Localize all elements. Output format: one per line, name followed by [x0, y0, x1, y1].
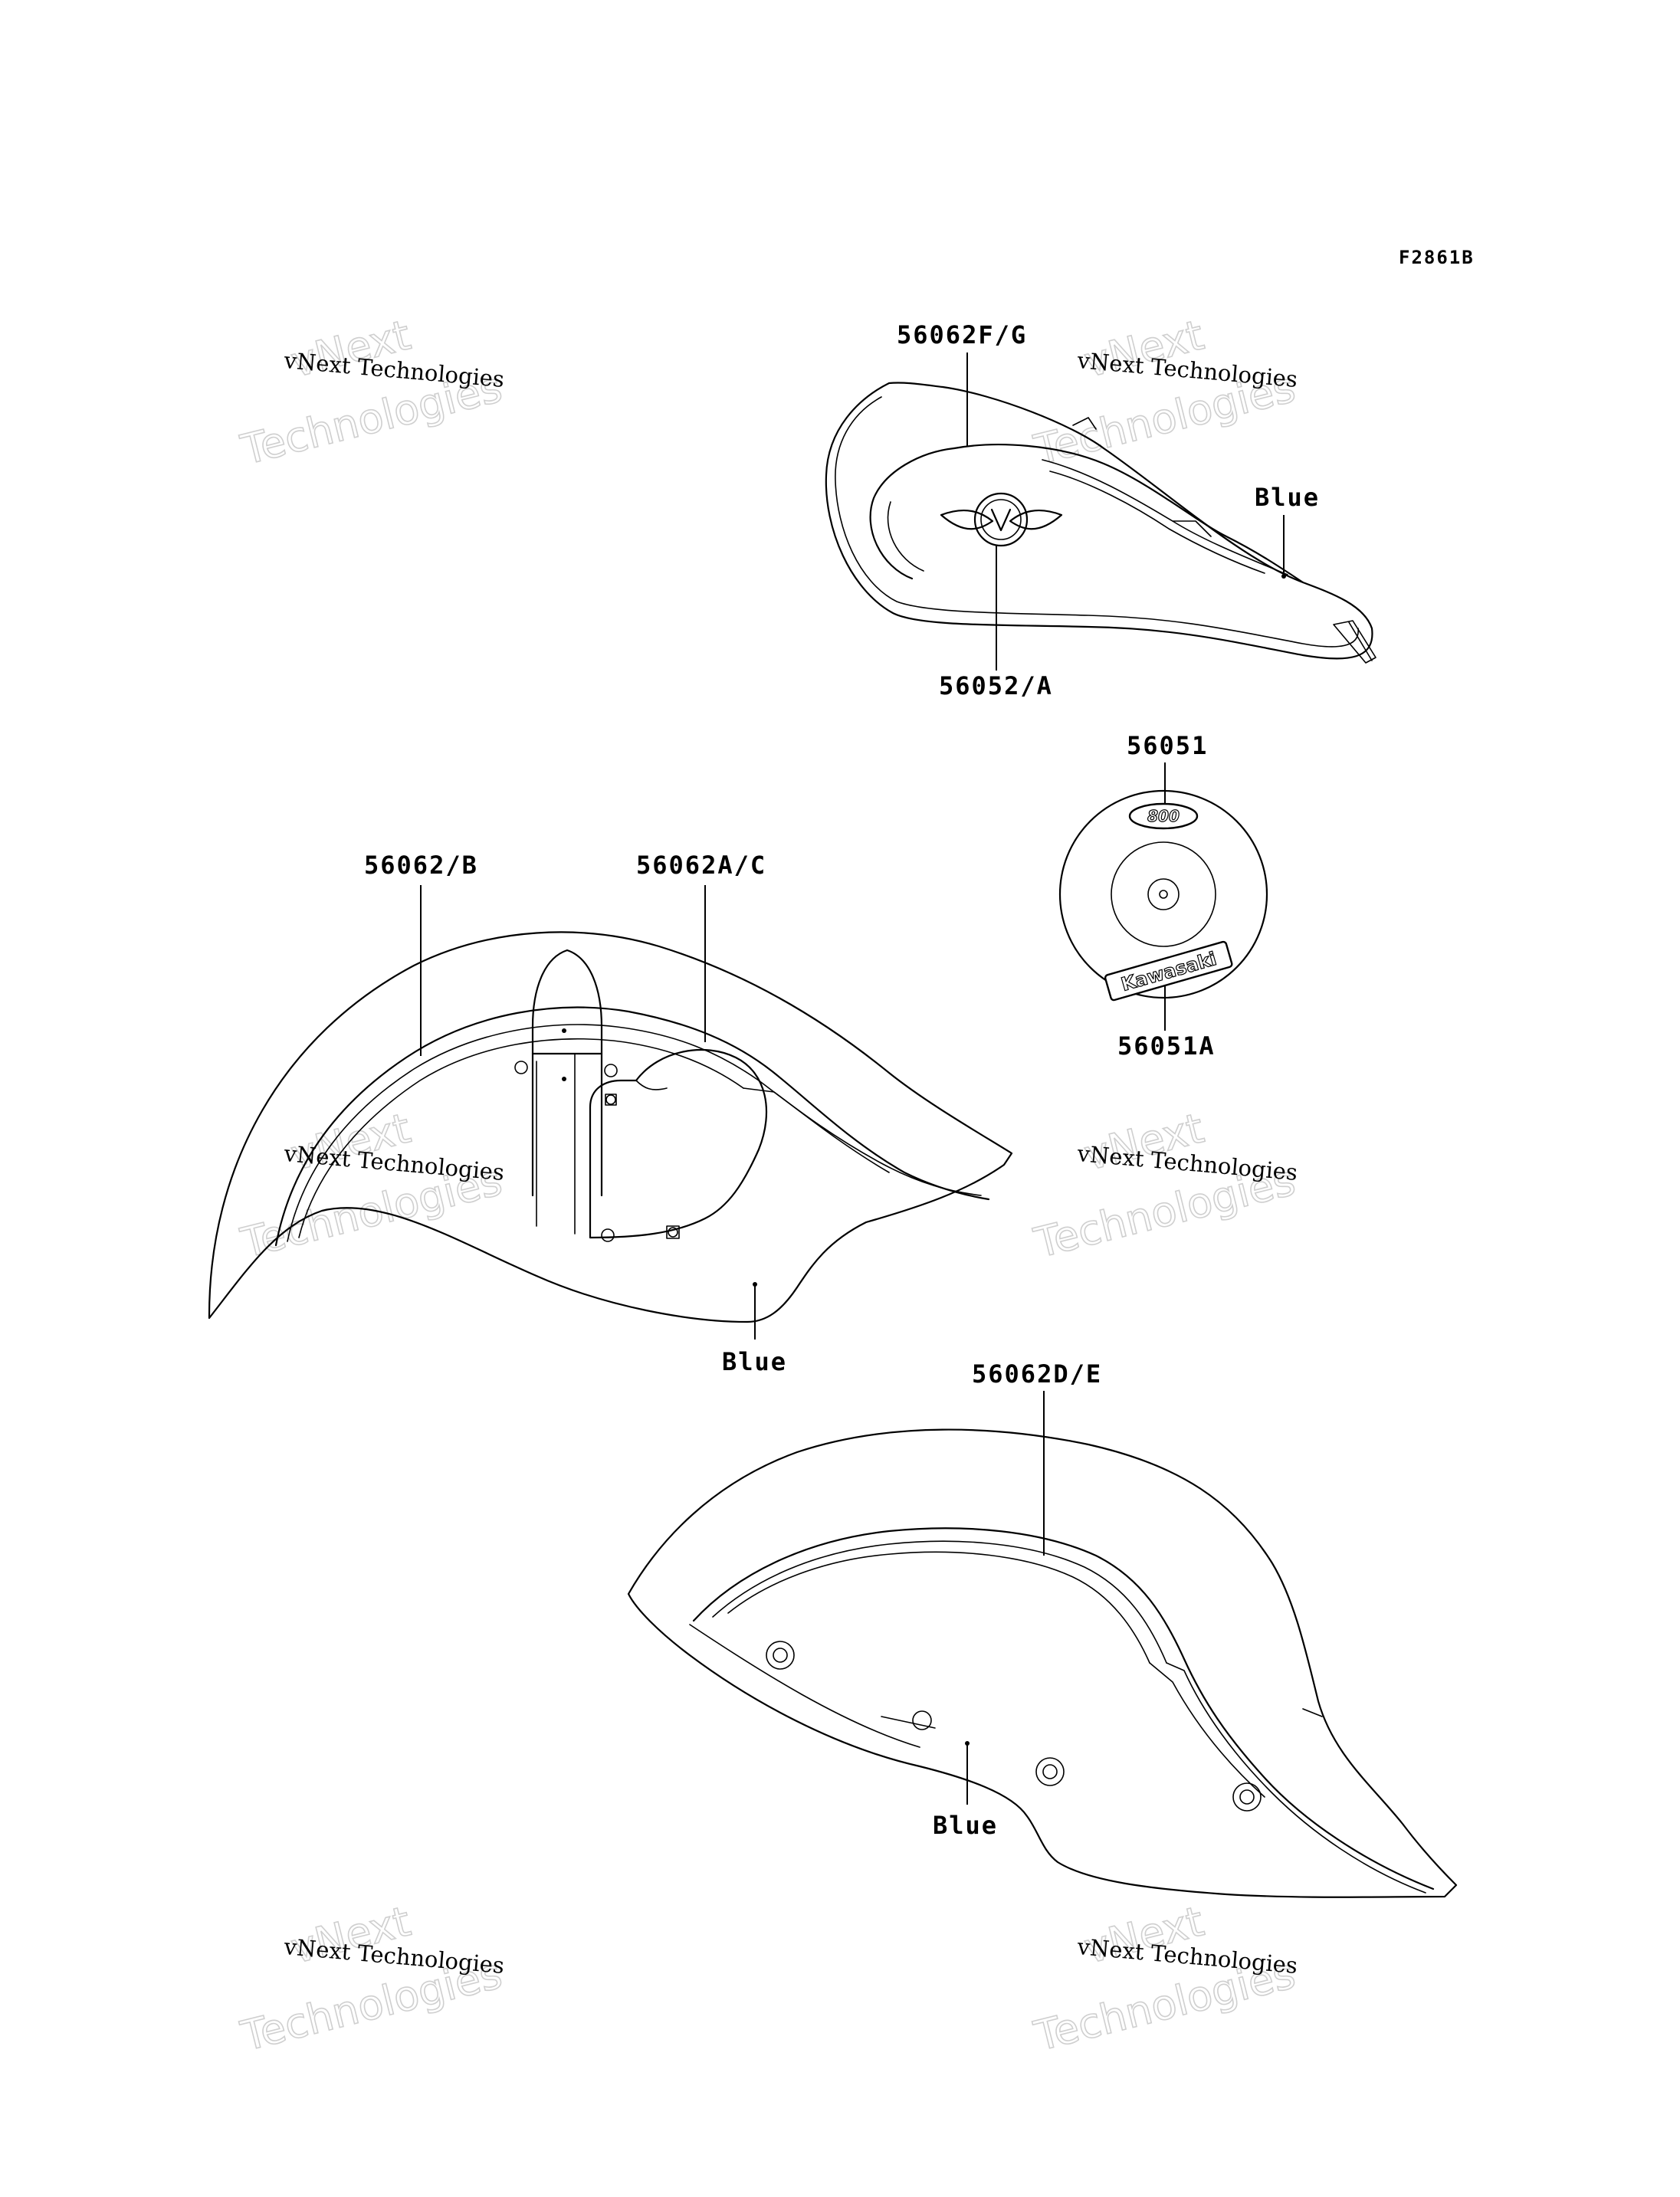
callout-tank-color: Blue [1255, 483, 1320, 512]
badge-800-text: 800 [1147, 807, 1180, 825]
tank-callouts: 56062F/G Blue 56052/A [897, 320, 1320, 700]
tank-emblem: V [940, 492, 1063, 547]
badge-800-logo: 800 [1128, 802, 1199, 830]
badge-kawasaki-logo: Kawasaki [1104, 940, 1233, 1002]
callout-56062fg: 56062F/G [897, 320, 1027, 349]
callout-56051: 56051 [1127, 731, 1208, 760]
fuel-tank: V [825, 382, 1376, 664]
watermarks: vNext Technologies vNext Technologies vN… [235, 310, 1300, 2061]
badge-callouts: 56051 56051A [1117, 731, 1216, 1061]
front-fender [208, 931, 1013, 1323]
figure-id: F2861B [1399, 247, 1475, 268]
callout-56051a: 56051A [1117, 1031, 1216, 1061]
callout-front-fender-color: Blue [722, 1347, 787, 1376]
callout-56062de: 56062D/E [972, 1359, 1102, 1389]
badge-kawasaki-text: Kawasaki [1119, 948, 1219, 995]
callout-56062ac: 56062A/C [636, 851, 766, 880]
rear-fender-callouts: 56062D/E Blue [933, 1359, 1102, 1840]
rear-fender [627, 1428, 1458, 1898]
round-badge: 800 Kawasaki [1058, 789, 1268, 1002]
callout-rear-fender-color: Blue [933, 1811, 998, 1840]
callout-56052a: 56052/A [939, 671, 1053, 700]
front-fender-callouts: 56062/B 56062A/C Blue [364, 851, 787, 1376]
callout-56062b: 56062/B [364, 851, 478, 880]
